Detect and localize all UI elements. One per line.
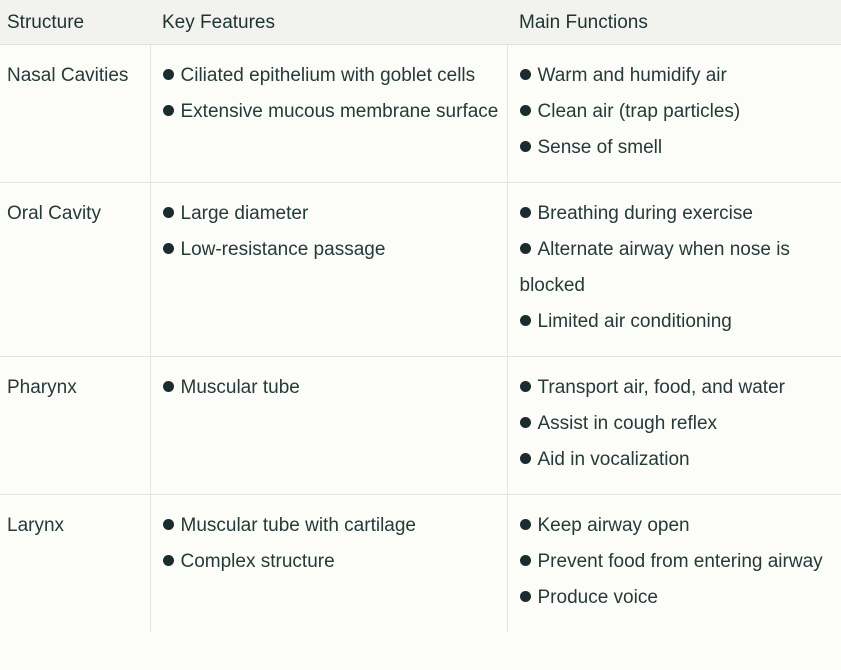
bullet-icon (519, 69, 531, 80)
function-item: Assist in cough reflex (519, 406, 834, 442)
bullet-icon (519, 141, 531, 152)
function-item: Aid in vocalization (519, 442, 834, 478)
function-item: Prevent food from entering airway (519, 544, 834, 580)
structure-cell: Pharynx (0, 356, 151, 495)
feature-item-text: Muscular tube with cartilage (180, 515, 417, 536)
bullet-icon (519, 381, 531, 392)
feature-item-text: Complex structure (180, 551, 335, 572)
bullet-icon (519, 243, 531, 254)
function-item: Limited air conditioning (519, 304, 834, 340)
function-item: Warm and humidify air (519, 58, 834, 94)
feature-item-text: Extensive mucous membrane surface (180, 101, 499, 122)
bullet-icon (519, 453, 531, 464)
function-item: Sense of smell (519, 130, 834, 166)
bullet-icon (519, 417, 531, 428)
bullet-icon (519, 315, 531, 326)
function-item-text: Alternate airway when nose is blocked (519, 239, 790, 296)
table-header: Structure Key Features Main Functions (0, 0, 841, 45)
bullet-icon (162, 69, 174, 80)
feature-item-text: Large diameter (180, 203, 309, 224)
function-item-text: Prevent food from entering airway (537, 551, 823, 572)
feature-item: Large diameter (162, 196, 499, 232)
function-item: Breathing during exercise (519, 196, 834, 232)
bullet-icon (162, 555, 174, 566)
feature-item: Ciliated epithelium with goblet cells (162, 58, 499, 94)
feature-item-text: Muscular tube (180, 377, 300, 398)
table-row: Pharynx Muscular tube Transport air, food,… (0, 356, 841, 495)
function-item: Alternate airway when nose is blocked (519, 232, 834, 304)
function-item-text: Transport air, food, and water (537, 377, 785, 398)
function-item-text: Aid in vocalization (537, 449, 690, 470)
function-item-text: Sense of smell (537, 137, 663, 158)
bullet-icon (519, 555, 531, 566)
bullet-icon (519, 207, 531, 218)
bullet-icon (162, 519, 174, 530)
function-item: Keep airway open (519, 508, 834, 544)
feature-item-text: Low-resistance passage (180, 239, 386, 260)
function-item-text: Warm and humidify air (537, 65, 727, 86)
bullet-icon (519, 591, 531, 602)
bullet-icon (162, 207, 174, 218)
bullet-icon (162, 105, 174, 116)
structure-cell: Larynx (0, 494, 151, 632)
function-item-text: Keep airway open (537, 515, 690, 536)
header-main-functions: Main Functions (507, 0, 841, 45)
bullet-icon (162, 243, 174, 254)
bullet-icon (519, 519, 531, 530)
function-item-text: Produce voice (537, 587, 658, 608)
bullet-icon (519, 105, 531, 116)
bullet-icon (162, 381, 174, 392)
feature-item: Low-resistance passage (162, 232, 499, 268)
respiratory-structures-table: Structure Key Features Main Functions Na… (0, 0, 841, 632)
features-cell: Muscular tube (150, 356, 508, 495)
feature-item: Complex structure (162, 544, 499, 580)
feature-item: Muscular tube (162, 370, 499, 406)
function-item-text: Clean air (trap particles) (537, 101, 741, 122)
function-item: Produce voice (519, 580, 834, 616)
feature-item-text: Ciliated epithelium with goblet cells (180, 65, 476, 86)
function-item: Clean air (trap particles) (519, 94, 834, 130)
feature-item: Muscular tube with cartilage (162, 508, 499, 544)
function-item-text: Breathing during exercise (537, 203, 753, 224)
function-item-text: Limited air conditioning (537, 311, 732, 332)
header-key-features: Key Features (150, 0, 507, 45)
function-item: Transport air, food, and water (519, 370, 834, 406)
structure-cell: Nasal Cavities (0, 44, 151, 183)
function-item-text: Assist in cough reflex (537, 413, 718, 434)
header-row: Structure Key Features Main Functions (0, 0, 841, 45)
structure-cell: Oral Cavity (0, 182, 151, 357)
header-structure: Structure (0, 0, 150, 45)
feature-item: Extensive mucous membrane surface (162, 94, 499, 130)
